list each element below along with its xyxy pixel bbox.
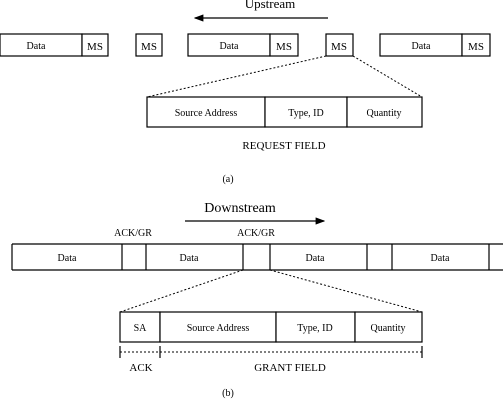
request-field-source-address-label: Source Address	[175, 108, 238, 119]
ms-cell-label: MS	[468, 41, 484, 53]
request-field-label: REQUEST FIELD	[242, 140, 325, 152]
data-cell-label: Data	[412, 41, 431, 52]
grant-field-quantity-label: Quantity	[371, 323, 406, 334]
ms-cell	[135, 33, 163, 57]
caption-a: (a)	[222, 174, 233, 185]
ms-cell-expanded	[325, 33, 354, 57]
request-field-type-id-label: Type, ID	[288, 108, 323, 119]
expansion-line	[269, 269, 423, 313]
request-field-quantity	[346, 96, 423, 128]
upstream-row: Data MS MS Data MS MS Data MS	[0, 33, 491, 57]
ms-cell-label: MS	[276, 41, 292, 53]
part-b: Downstream ACK/GR ACK/GR Data Data Data …	[11, 201, 503, 399]
request-field-source-address	[146, 96, 266, 128]
expansion-line	[146, 55, 327, 98]
data-cell-label: Data	[27, 41, 46, 52]
ms-cell	[461, 33, 491, 57]
grant-field-type-id	[275, 311, 356, 343]
ms-cell	[81, 33, 109, 57]
frame-data-label: Data	[58, 253, 77, 264]
ack-label: ACK	[129, 362, 152, 374]
frame-data-label: Data	[180, 253, 199, 264]
grant-field-type-id-label: Type, ID	[297, 323, 332, 334]
grant-field: SA Source Address Type, ID Quantity	[119, 311, 423, 343]
downstream-frame: Data Data Data Data	[11, 243, 503, 271]
grant-field-quantity	[354, 311, 423, 343]
part-a: Upstream Data MS MS Data MS MS Data MS	[0, 0, 491, 185]
grant-field-source-address	[159, 311, 277, 343]
frame-data-label: Data	[431, 253, 450, 264]
ms-cell-label: MS	[331, 41, 347, 53]
data-cell-label: Data	[220, 41, 239, 52]
caption-b: (b)	[222, 388, 234, 399]
expansion-line	[352, 55, 423, 98]
frame-data-label: Data	[306, 253, 325, 264]
expansion-line	[119, 269, 244, 313]
ack-gr-label: ACK/GR	[237, 228, 275, 239]
ack-gr-label: ACK/GR	[114, 228, 152, 239]
grant-field-label: GRANT FIELD	[254, 362, 326, 374]
downstream-label: Downstream	[204, 201, 276, 216]
request-field-quantity-label: Quantity	[367, 108, 402, 119]
ms-cell	[269, 33, 299, 57]
request-field: Source Address Type, ID Quantity	[146, 96, 423, 128]
grant-field-sa-label: SA	[134, 323, 148, 334]
ms-cell-label: MS	[87, 41, 103, 53]
grant-field-source-address-label: Source Address	[187, 323, 250, 334]
ms-cell-label: MS	[141, 41, 157, 53]
upstream-label: Upstream	[245, 0, 296, 11]
